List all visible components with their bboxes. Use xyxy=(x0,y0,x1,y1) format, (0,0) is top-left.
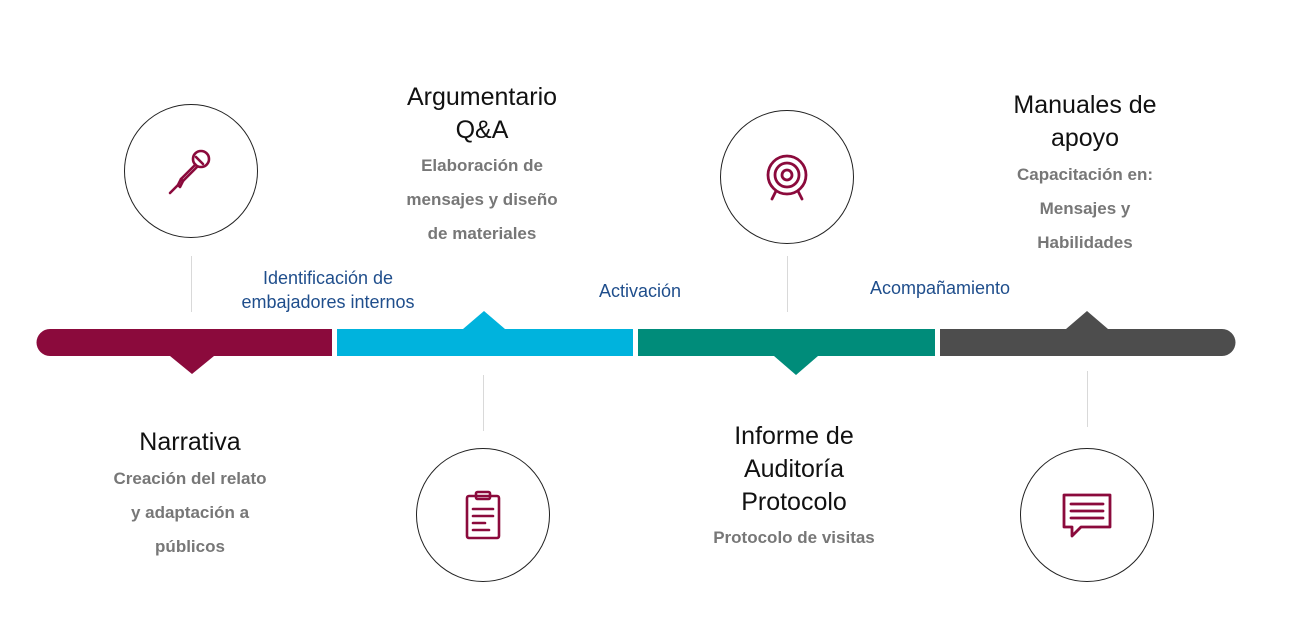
timeline-segment-2 xyxy=(337,311,633,356)
milestone-4-desc: Capacitación en: Mensajes y Habilidades xyxy=(1016,165,1154,252)
connector-line-4 xyxy=(1087,371,1088,427)
milestone-2-icon-circle xyxy=(416,448,550,582)
phase-label-1: Identificación de embajadores internos xyxy=(241,268,415,312)
milestone-3-icon-circle xyxy=(720,110,854,244)
milestone-1-title: Narrativa xyxy=(139,428,241,456)
connector-line-3 xyxy=(787,256,788,312)
milestone-3-desc: Protocolo de visitas xyxy=(713,528,875,547)
milestone-2-title: Argumentario Q&A xyxy=(406,83,558,144)
milestone-4-title: Manuales de apoyo xyxy=(1013,91,1157,152)
connector-line-2 xyxy=(483,375,484,431)
connector-line-1 xyxy=(191,256,192,312)
chat-message-icon xyxy=(1062,493,1112,538)
clipboard-icon xyxy=(465,490,501,540)
milestone-2-desc: Elaboración de mensajes y diseño de mate… xyxy=(406,156,558,243)
target-icon xyxy=(766,154,808,201)
phase-label-3: Acompañamiento xyxy=(869,278,1011,298)
milestone-4-icon-circle xyxy=(1020,448,1154,582)
milestone-1-desc: Creación del relato y adaptación a públi… xyxy=(113,469,267,556)
timeline-segment-1 xyxy=(36,329,332,374)
milestone-1-icon-circle xyxy=(124,104,258,238)
microphone-icon xyxy=(168,149,211,195)
timeline-segment-4 xyxy=(940,311,1236,356)
phase-label-2: Activación xyxy=(598,281,682,301)
milestone-3-title: Informe de Auditoría Protocolo xyxy=(734,422,854,516)
timeline-segment-3 xyxy=(638,329,935,375)
